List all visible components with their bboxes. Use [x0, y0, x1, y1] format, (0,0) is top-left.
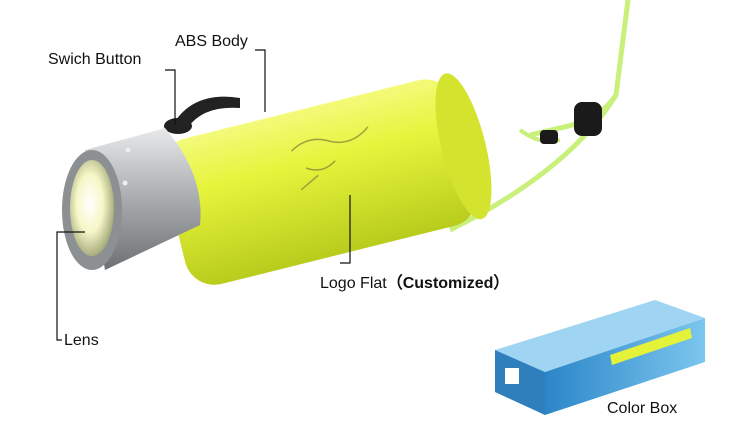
flashlight-head: [62, 128, 201, 270]
label-switch-button: Swich Button: [48, 51, 142, 68]
lens: [70, 160, 114, 256]
diver-logo: [291, 126, 369, 191]
label-color-box: Color Box: [607, 400, 678, 417]
color-box: [495, 300, 705, 415]
label-abs-body: ABS Body: [175, 33, 248, 50]
label-lens: Lens: [64, 332, 99, 349]
label-logo-flat: Logo Flat（Customized）: [320, 269, 509, 293]
flashlight-body: [162, 73, 492, 285]
label-logo-flat-text: Logo Flat: [320, 275, 387, 292]
leader-lines: [56, 49, 351, 341]
label-customized: （Customized）: [386, 275, 510, 292]
